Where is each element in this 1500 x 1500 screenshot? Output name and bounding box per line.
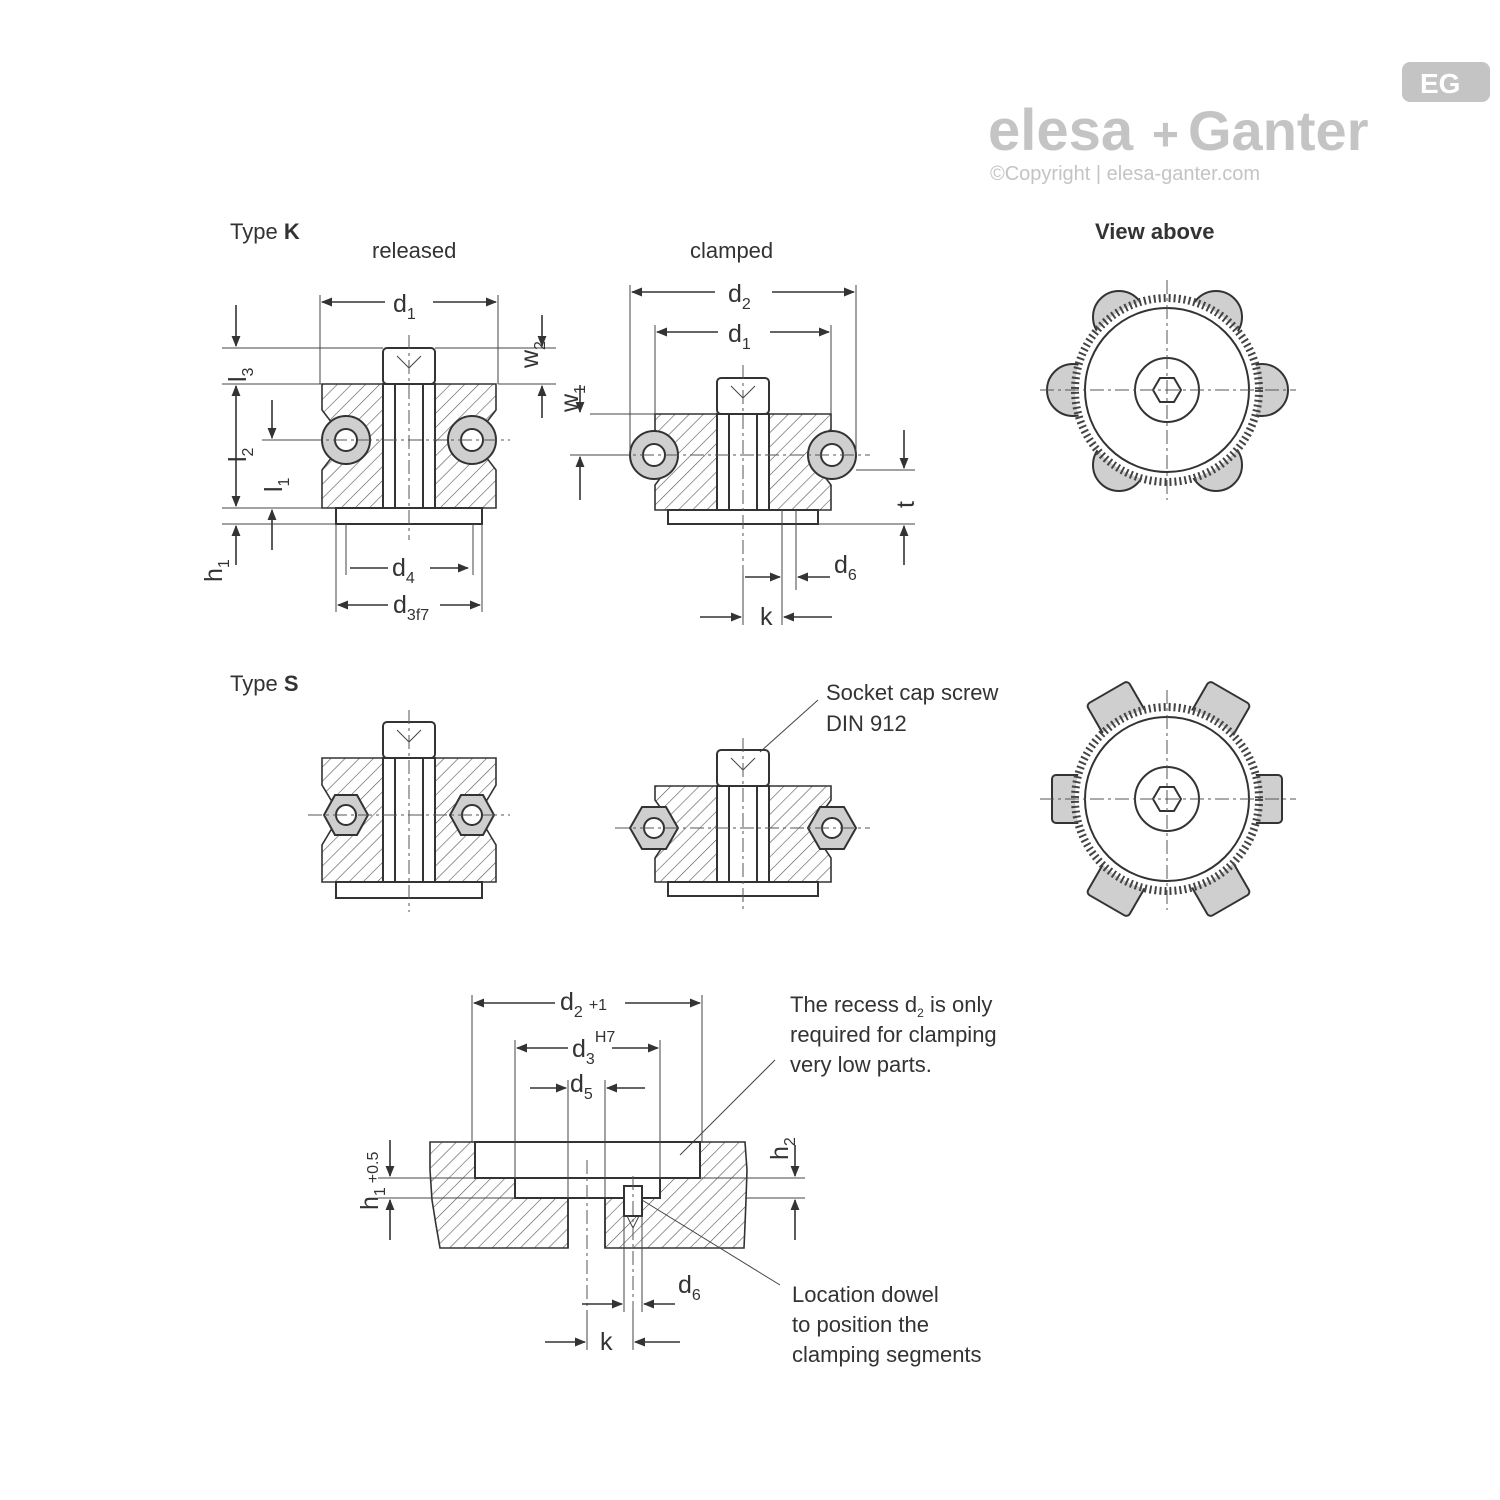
brand-logo: elesa + Ganter ©Copyright | elesa-ganter… [988,62,1490,185]
logo-plus: + [1152,108,1179,160]
callout-recess-line3: very low parts. [790,1052,932,1077]
type-k-released-view: d1 l3 l2 l1 h1 w2 d4 d3f7 [200,290,556,624]
view-above-type-s [1040,681,1296,917]
dim-l3: l3 [224,367,257,382]
dim-d3h7: d3H7 [572,1029,615,1068]
view-above-type-k [1040,280,1296,500]
type-s-released-view [308,710,510,912]
callout-socket-cap-screw: Socket cap screw [826,680,999,705]
dim-l1: l1 [260,477,293,492]
type-s-title: Type S [230,671,299,696]
released-label: released [372,238,456,263]
dim-d2-recess: d2+1 [560,988,607,1021]
callout-recess-line1: The recess d2 is only [790,992,992,1020]
callout-dowel-line1: Location dowel [792,1282,939,1307]
dim-d3f7: d3f7 [393,591,429,624]
dim-h2: h2 [766,1137,799,1160]
copyright-text: ©Copyright | elesa-ganter.com [990,163,1260,185]
logo-elesa: elesa [988,98,1134,163]
dim-t: t [892,501,920,508]
dim-k-top: k [760,603,773,631]
dim-d1-clamped: d1 [728,320,751,353]
dim-d5: d5 [570,1070,593,1103]
eg-badge: EG [1402,62,1490,102]
dim-d1-released: d1 [393,290,416,323]
mounting-recess-section: d2+1 d3H7 d5 h1+0.5 h2 d6 k The recess d… [356,988,997,1367]
logo-ganter: Ganter [1188,99,1369,162]
dim-d2-clamped: d2 [728,280,751,313]
dim-l2: l2 [224,447,257,462]
type-k-clamped-view: d2 d1 w1 t d6 k [556,280,920,631]
clamped-label: clamped [690,238,773,263]
dim-w2: w2 [516,341,549,369]
callout-recess-line2: required for clamping [790,1022,997,1047]
callout-dowel-line3: clamping segments [792,1342,982,1367]
dim-h1-recess: h1+0.5 [356,1152,389,1211]
callout-dowel-line2: to position the [792,1312,929,1337]
dim-w1: w1 [556,385,589,413]
dim-h1-top: h1 [200,559,233,582]
svg-text:EG: EG [1420,68,1460,99]
callout-din-912: DIN 912 [826,711,907,736]
type-s-clamped-view: Socket cap screw DIN 912 [615,680,999,912]
view-above-label: View above [1095,219,1214,244]
type-k-title: Type K [230,219,300,244]
dim-d6-recess: d6 [678,1271,701,1304]
dim-d4: d4 [392,554,415,587]
dim-k-recess: k [600,1328,613,1356]
dim-d6-top: d6 [834,551,857,584]
